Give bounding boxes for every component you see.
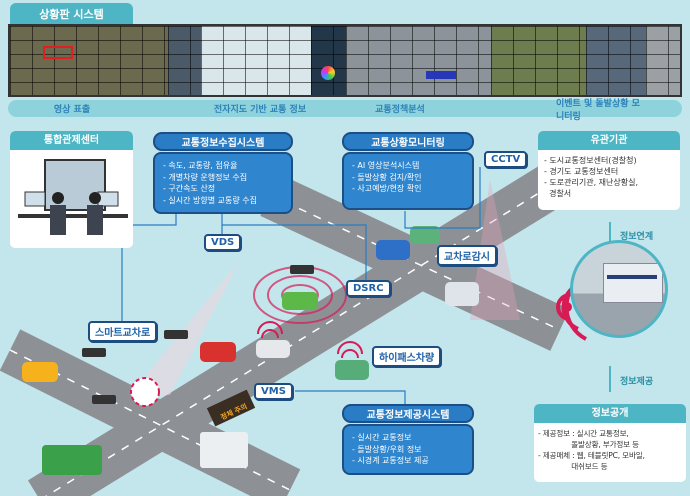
monitoring-system: 교통상황모니터링 - AI 영상분석시스템 - 돌발상황 검지/확인 - 사고예… — [342, 132, 474, 210]
provision-title: 교통정보제공시스템 — [342, 404, 474, 423]
agencies-title: 유관기관 — [538, 131, 680, 150]
disclosure-item: 돌발상황, 부가정보 등 — [538, 440, 639, 449]
wall-event-map — [491, 26, 586, 95]
info-link-label: 정보연계 — [620, 232, 654, 242]
monitoring-item: - AI 영상분석시스템 — [352, 161, 420, 170]
provision-system: 교통정보제공시스템 - 실시간 교통정보 - 돌발상황/우회 정보 - 시경계 … — [342, 404, 474, 475]
white-car — [256, 340, 290, 358]
bus — [42, 445, 102, 475]
disclosure-item: - 제공정보 : 실시간 교통정보, — [538, 429, 629, 438]
hipass-car — [335, 360, 369, 380]
traffic-lights — [82, 265, 314, 404]
taxi — [22, 362, 58, 382]
cctv-label: CCTV — [484, 151, 528, 168]
video-wall-captions: 영상 표출 전자지도 기반 교통 정보 교통정책분석 이벤트 및 돌발상황 모니… — [8, 99, 682, 122]
collection-item: - 속도, 교통량, 점유율 — [163, 161, 238, 170]
truck — [200, 432, 248, 468]
collection-system: 교통정보수집시스템 - 속도, 교통량, 점유율 - 개별차량 운행정보 수집 … — [153, 132, 293, 214]
control-center-card: 통합관제센터 — [10, 131, 133, 248]
disclosure-item: 대쉬보드 등 — [538, 462, 608, 471]
operators-illustration — [18, 159, 128, 235]
green-car — [282, 292, 318, 310]
agency-item: 경찰서 — [544, 189, 572, 198]
vehicles — [22, 226, 479, 475]
monitoring-item: - 돌발상황 검지/확인 — [352, 172, 422, 182]
monitoring-title: 교통상황모니터링 — [342, 132, 474, 151]
caption-event: 이벤트 및 돌발상황 모니터링 — [556, 98, 640, 122]
situation-board-tab: 상황판 시스템 — [10, 3, 133, 24]
connector-lines — [121, 167, 481, 404]
vms-label: VMS — [254, 383, 293, 400]
collection-title: 교통정보수집시스템 — [153, 132, 293, 151]
agencies-card: 유관기관 - 도시교통정보센터(경찰청) - 경기도 교통정보센터 - 도로관리기관… — [538, 131, 680, 210]
collection-item: - 실시간 방향별 교통량 수집 — [163, 195, 258, 205]
intersection-watch-label: 교차로감시 — [437, 245, 497, 266]
smart-intersection-label: 스마트교차로 — [88, 321, 158, 342]
disclosure-item: - 제공매체 : 웹, 테블릿PC, 모바일, — [538, 451, 645, 460]
link-line — [609, 222, 611, 246]
wall-satellite-video — [10, 26, 168, 95]
vds-label: VDS — [204, 234, 242, 251]
wall-cctv-grid — [646, 26, 680, 95]
blue-car — [376, 240, 410, 260]
wall-3d-simulation — [346, 26, 491, 95]
video-wall — [8, 24, 682, 97]
provision-item: - 시경계 교통정보 제공 — [352, 456, 429, 465]
provision-item: - 실시간 교통정보 — [352, 433, 412, 442]
provide-line — [609, 366, 611, 392]
vms-sign — [206, 389, 256, 427]
wall-map — [201, 26, 311, 95]
disclosure-title: 정보공개 — [534, 404, 686, 423]
agency-item: - 경기도 교통정보센터 — [544, 167, 619, 176]
info-provide-label: 정보제공 — [620, 377, 654, 387]
collection-item: - 구간속도 산정 — [163, 184, 216, 193]
wall-camera-list — [168, 26, 201, 95]
caption-map: 전자지도 기반 교통 정보 — [213, 105, 307, 115]
disclosure-card: 정보공개 - 제공정보 : 실시간 교통정보, 돌발상황, 부가정보 등 - 제공… — [534, 404, 686, 482]
red-car — [200, 342, 236, 362]
crashed-car — [410, 226, 440, 244]
smart-intersection-sensor — [130, 377, 160, 407]
provision-item: - 돌발상황/우회 정보 — [352, 444, 422, 454]
agency-item: - 도로관리기관, 재난상황실, — [544, 178, 639, 187]
control-center-title: 통합관제센터 — [10, 131, 133, 150]
traffic-center-building-photo — [570, 240, 668, 338]
van — [445, 282, 479, 306]
hipass-label: 하이패스차량 — [372, 346, 442, 367]
camera-beam — [130, 260, 240, 395]
caption-policy: 교통정책분석 — [375, 105, 425, 115]
caption-video: 영상 표출 — [53, 105, 91, 115]
hipass-wifi-icons — [257, 321, 363, 359]
wall-dashboard — [311, 26, 346, 95]
wall-event-list — [586, 26, 646, 95]
monitoring-item: - 사고예방/현장 확인 — [352, 184, 422, 193]
dsrc-label: DSRC — [346, 280, 391, 297]
collection-item: - 개별차량 운행정보 수집 — [163, 172, 248, 182]
agency-item: - 도시교통정보센터(경찰청) — [544, 156, 637, 165]
